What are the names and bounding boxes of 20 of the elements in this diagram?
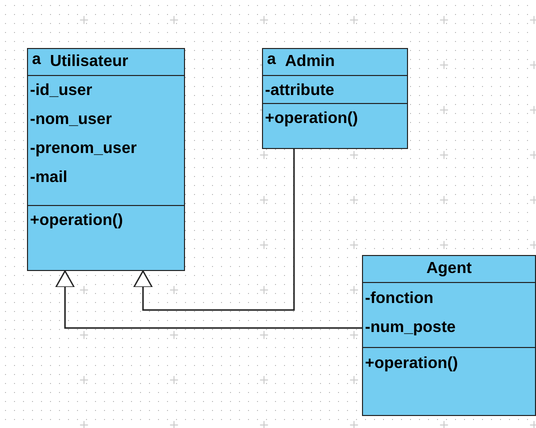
operation-text: +operation(): [265, 110, 358, 128]
abstract-class-icon: a: [32, 51, 41, 69]
class-name: Utilisateur: [50, 53, 128, 71]
class-box: [27, 48, 185, 271]
class-name: Agent: [426, 260, 472, 278]
attribute-text: -id_user: [30, 82, 92, 100]
class-name: Admin: [285, 53, 335, 71]
abstract-class-icon: a: [267, 51, 276, 69]
operation-text: +operation(): [365, 355, 458, 373]
generalization-arrow: [133, 149, 295, 311]
operation-text: +operation(): [30, 212, 123, 230]
attribute-text: -prenom_user: [30, 140, 137, 158]
generalization-arrow: [55, 270, 362, 329]
class-box: [362, 255, 536, 416]
attribute-text: -mail: [30, 169, 68, 187]
attribute-text: -nom_user: [30, 111, 112, 129]
attribute-text: -attribute: [265, 82, 334, 100]
class-box: [262, 48, 408, 149]
attribute-text: -fonction: [365, 290, 434, 308]
attribute-text: -num_poste: [365, 319, 456, 337]
